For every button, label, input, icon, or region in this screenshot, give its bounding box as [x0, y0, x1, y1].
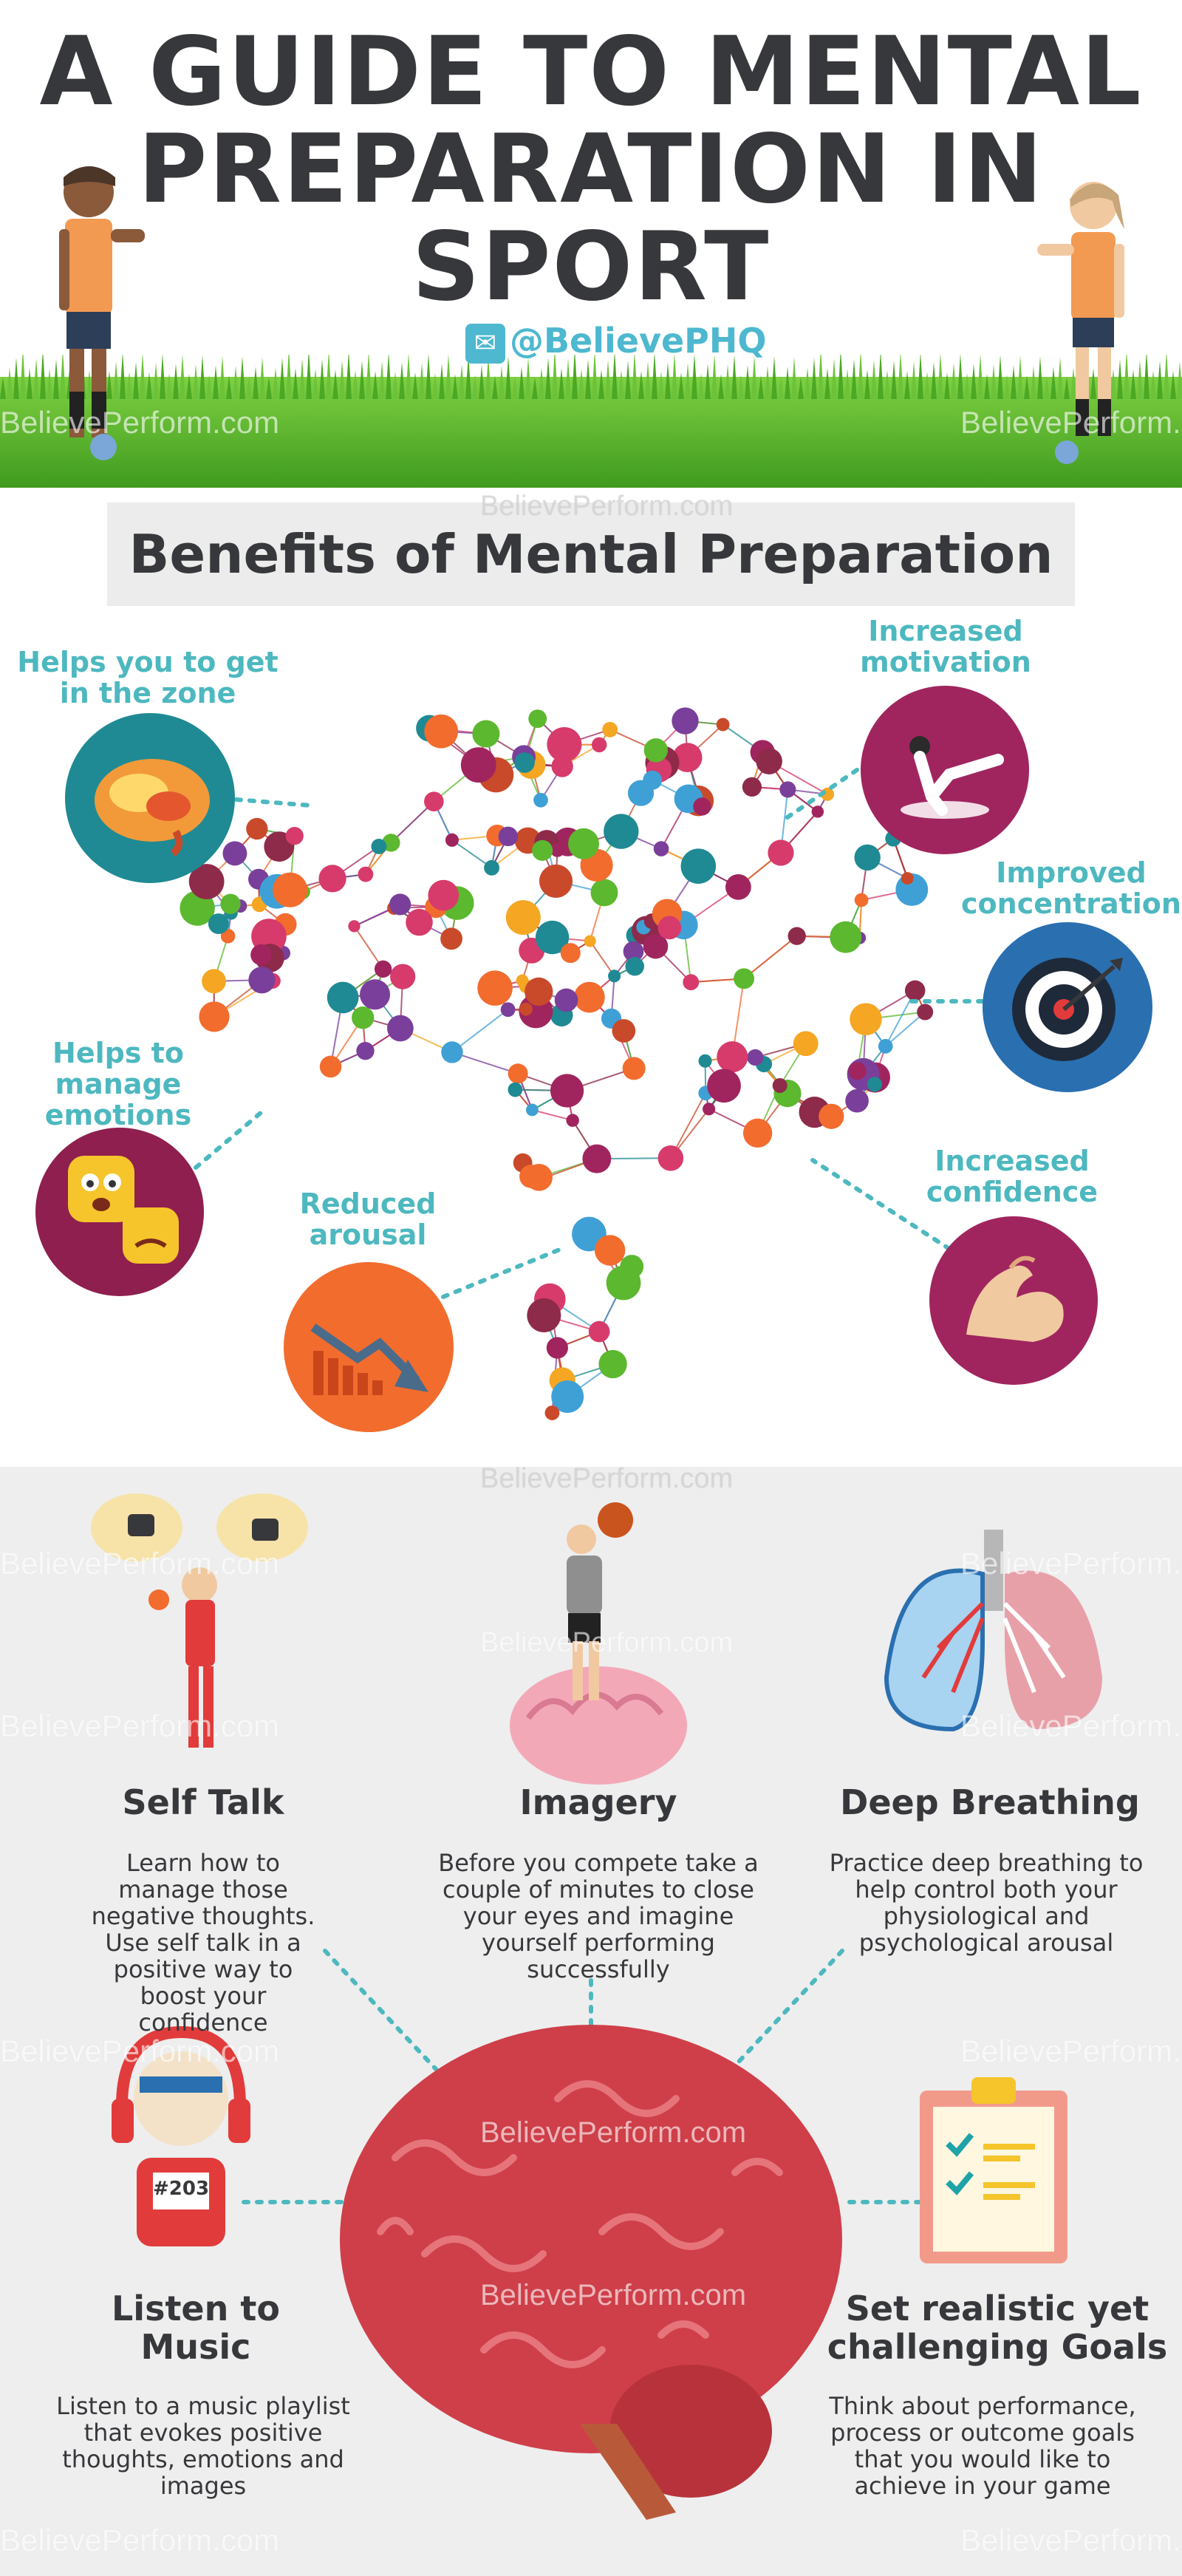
watermark: BelievePerform.com	[0, 1546, 280, 1581]
watermark: BelievePerform.com	[960, 2523, 1182, 2558]
tip-text-music: Listen to a music playlist that evokes p…	[56, 2392, 350, 2500]
tip-title-self-talk: Self Talk	[122, 1782, 284, 1822]
tip-title-imagery: Imagery	[519, 1782, 677, 1822]
watermark: BelievePerform.com	[480, 2279, 747, 2311]
benefits-title: Benefits of Mental Preparation	[129, 523, 1053, 585]
confidence-muscle-icon	[929, 1216, 1098, 1385]
benefit-label-concentration: Improved concentration	[961, 856, 1181, 920]
benefit-label-zone: Helps you to get in the zone	[17, 646, 279, 709]
tip-title-music: Listen to Music	[111, 2289, 280, 2367]
watermark: BelievePerform.com	[480, 1463, 734, 1494]
watermark: BelievePerform.com	[480, 491, 734, 522]
brain-network-illustration	[180, 707, 934, 1420]
tip-title-deep-breathing: Deep Breathing	[840, 1782, 1140, 1822]
reduced-arousal-chart-icon	[284, 1262, 454, 1432]
benefit-label-emotions: Helps to manage emotions	[44, 1037, 192, 1131]
watermark: BelievePerform.com	[960, 405, 1182, 440]
female-player-illustration	[1037, 182, 1124, 464]
benefits-title-background	[107, 502, 1075, 606]
tip-text-self-talk: Learn how to manage those negative thoug…	[91, 1849, 315, 2037]
watermark: BelievePerform.com	[0, 405, 280, 440]
benefit-label-motivation: Increased motivation	[860, 615, 1031, 678]
watermark: BelievePerform.com	[960, 1708, 1182, 1743]
lungs-illustration	[884, 1530, 1102, 1732]
watermark: BelievePerform.com	[480, 1627, 734, 1658]
page-title-line-2: PREPARATION IN	[137, 115, 1045, 225]
header: A GUIDE TO MENTAL PREPARATION IN SPORT ✉…	[0, 0, 1182, 488]
watermark: BelievePerform.com	[480, 2116, 747, 2149]
twitter-handle[interactable]: ✉@BelievePHQ	[465, 318, 776, 364]
grass-field	[0, 355, 1182, 488]
music-listener-illustration	[112, 2025, 250, 2246]
twitter-icon: ✉	[465, 323, 505, 364]
page-title-line-3: SPORT	[411, 212, 771, 322]
twitter-handle-text: @BelievePHQ	[510, 321, 767, 361]
tip-text-deep-breathing: Practice deep breathing to help control …	[829, 1849, 1144, 1957]
watermark: BelievePerform.com	[0, 2034, 280, 2068]
imagery-illustration	[510, 1502, 687, 1785]
male-player-illustration	[59, 166, 145, 460]
goals-checklist-illustration	[920, 2077, 1067, 2263]
tip-text-imagery: Before you compete take a couple of minu…	[438, 1849, 759, 1983]
tip-title-goals: Set realistic yet challenging Goals	[827, 2289, 1168, 2367]
watermark: BelievePerform.com	[960, 1546, 1182, 1581]
benefit-label-arousal: Reduced arousal	[299, 1188, 437, 1251]
brain-zone-icon	[65, 713, 235, 883]
thumbs-down-icon	[252, 1519, 279, 1541]
watermark: BelievePerform.com	[0, 2523, 280, 2558]
watermark: BelievePerform.com	[0, 1708, 280, 1743]
tip-text-goals: Think about performance, process or outc…	[829, 2392, 1136, 2500]
benefit-connectors	[194, 768, 985, 1299]
watermark: BelievePerform.com	[960, 2034, 1182, 2068]
central-brain-illustration	[340, 2025, 842, 2520]
page-title-line-1: A GUIDE TO MENTAL	[39, 17, 1143, 127]
motivation-icon	[861, 686, 1029, 854]
thumbs-up-icon	[128, 1514, 154, 1536]
tip-connectors	[242, 1949, 922, 2204]
concentration-target-icon	[983, 922, 1152, 1092]
emotions-icon	[35, 1128, 204, 1296]
self-talk-illustration	[91, 1493, 308, 1748]
race-bib-number: #203	[153, 2178, 210, 2200]
benefit-label-confidence: Increased confidence	[926, 1145, 1099, 1208]
